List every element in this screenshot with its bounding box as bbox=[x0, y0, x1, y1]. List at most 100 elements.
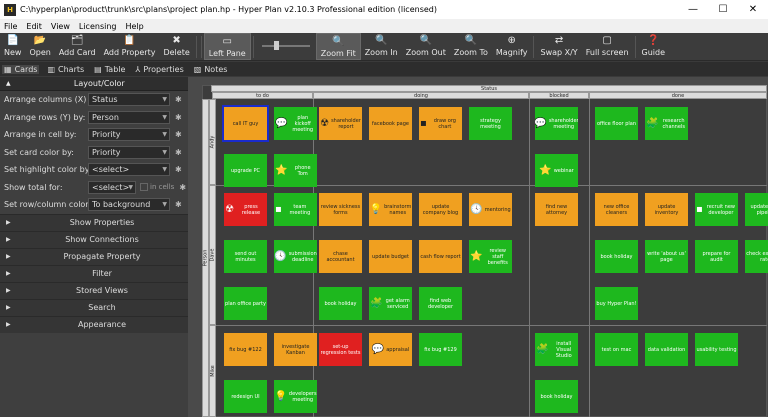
task-card[interactable]: ⭐webinar bbox=[535, 154, 578, 187]
gear-icon[interactable]: ✱ bbox=[175, 130, 182, 140]
task-card[interactable]: fix bug #122 bbox=[224, 333, 267, 366]
close-button[interactable]: ✕ bbox=[748, 4, 758, 15]
zoom-out-button[interactable]: 🔍Zoom Out bbox=[402, 33, 450, 60]
task-card[interactable]: cash flow report bbox=[419, 240, 462, 273]
task-card[interactable]: 🧩research channels bbox=[645, 107, 688, 140]
tab-properties[interactable]: ⅄Properties bbox=[133, 65, 185, 74]
task-card[interactable]: write 'about us' page bbox=[645, 240, 688, 273]
task-card[interactable]: fix bug #129 bbox=[419, 333, 462, 366]
setting-dropdown[interactable]: <select>▼ bbox=[88, 163, 170, 177]
setting-dropdown[interactable]: To background▼ bbox=[88, 198, 170, 212]
task-card[interactable]: 💡developers meeting bbox=[274, 380, 317, 413]
task-card[interactable]: 💬plan kickoff meeting bbox=[274, 107, 317, 140]
zoom-fit-button[interactable]: 🔍Zoom Fit bbox=[315, 33, 361, 60]
minimize-button[interactable]: — bbox=[688, 4, 698, 15]
open-button[interactable]: 📂Open bbox=[25, 33, 54, 60]
task-card[interactable]: upgrade PC bbox=[224, 154, 267, 187]
pane-header[interactable]: ▲ Layout/Color bbox=[0, 77, 188, 91]
full-screen-button[interactable]: ▢Full screen bbox=[582, 33, 633, 60]
task-card[interactable]: prepare for audit bbox=[695, 240, 738, 273]
task-card[interactable]: 🧩get alarm serviced bbox=[369, 287, 412, 320]
zoom-in-button[interactable]: 🔍Zoom In bbox=[361, 33, 402, 60]
task-card[interactable]: 🕓submission deadline bbox=[274, 240, 317, 273]
task-card[interactable]: ▪team meeting bbox=[274, 193, 317, 226]
task-card[interactable]: update sales pipeline bbox=[745, 193, 768, 226]
task-card[interactable]: find new attorney bbox=[535, 193, 578, 226]
setting-dropdown[interactable]: Priority▼ bbox=[88, 145, 170, 159]
gear-icon[interactable]: ✱ bbox=[175, 165, 182, 175]
gear-icon[interactable]: ✱ bbox=[175, 95, 182, 105]
task-card[interactable]: 🧩install Visual Studio bbox=[535, 333, 578, 366]
gear-icon[interactable]: ✱ bbox=[175, 200, 182, 210]
menu-licensing[interactable]: Licensing bbox=[78, 21, 117, 31]
menu-edit[interactable]: Edit bbox=[26, 21, 42, 31]
task-card[interactable]: ☢press release bbox=[224, 193, 267, 226]
tab-cards[interactable]: ▦Cards bbox=[2, 64, 40, 74]
task-card[interactable]: investigate Kanban bbox=[274, 333, 317, 366]
setting-dropdown[interactable]: Status▼ bbox=[88, 93, 170, 107]
task-card[interactable]: review sickness forms bbox=[319, 193, 362, 226]
gear-icon[interactable]: ✱ bbox=[175, 112, 182, 122]
section-stored-views[interactable]: ▶Stored Views bbox=[0, 281, 188, 299]
task-card[interactable]: usability testing bbox=[695, 333, 738, 366]
task-card[interactable]: update company blog bbox=[419, 193, 462, 226]
left-pane-button[interactable]: ▭Left Pane bbox=[203, 33, 251, 60]
menu-help[interactable]: Help bbox=[125, 21, 144, 31]
tab-notes[interactable]: ▧Notes bbox=[192, 65, 230, 74]
section-propagate-property[interactable]: ▶Propagate Property bbox=[0, 247, 188, 265]
task-card[interactable]: plan office party bbox=[224, 287, 267, 320]
task-card[interactable]: 💬appraisal bbox=[369, 333, 412, 366]
task-card[interactable]: 🕓mentoring bbox=[469, 193, 512, 226]
task-card[interactable]: ⭐review staff benefits bbox=[469, 240, 512, 273]
task-card[interactable]: book holiday bbox=[595, 240, 638, 273]
task-card[interactable]: office floor plan bbox=[595, 107, 638, 140]
task-card[interactable]: data validation bbox=[645, 333, 688, 366]
slider-thumb[interactable] bbox=[273, 41, 279, 50]
menu-view[interactable]: View bbox=[50, 21, 70, 31]
task-card[interactable]: strategy meeting bbox=[469, 107, 512, 140]
task-card[interactable]: send out minutes bbox=[224, 240, 267, 273]
task-card[interactable]: check exchange rates bbox=[745, 240, 768, 273]
magnify-button[interactable]: ⊕Magnify bbox=[492, 33, 532, 60]
task-card[interactable]: find web developer bbox=[419, 287, 462, 320]
zoom-to-button[interactable]: 🔍Zoom To bbox=[450, 33, 492, 60]
section-filter[interactable]: ▶Filter bbox=[0, 264, 188, 282]
setting-dropdown[interactable]: Priority▼ bbox=[88, 128, 170, 142]
section-show-properties[interactable]: ▶Show Properties bbox=[0, 213, 188, 231]
task-card[interactable]: new office cleaners bbox=[595, 193, 638, 226]
task-card[interactable]: update budget bbox=[369, 240, 412, 273]
task-card[interactable]: ▪draw org chart bbox=[419, 107, 462, 140]
gear-icon[interactable]: ✱ bbox=[175, 147, 182, 157]
in-cells-checkbox[interactable] bbox=[140, 183, 148, 192]
task-card[interactable]: call IT guy bbox=[222, 105, 269, 142]
new-button[interactable]: 📄New bbox=[0, 33, 25, 60]
task-card[interactable]: test on mac bbox=[595, 333, 638, 366]
task-card[interactable]: 💬shareholder meeting bbox=[535, 107, 578, 140]
task-card[interactable]: redesign UI bbox=[224, 380, 267, 413]
setting-dropdown[interactable]: <select>▼ bbox=[88, 180, 136, 194]
task-card[interactable]: ☢shareholder report bbox=[319, 107, 362, 140]
delete-button[interactable]: ✖Delete bbox=[159, 33, 193, 60]
zoom-slider[interactable] bbox=[256, 33, 316, 60]
section-show-connections[interactable]: ▶Show Connections bbox=[0, 230, 188, 248]
task-card[interactable]: 💡brainstorm names bbox=[369, 193, 412, 226]
task-card[interactable]: buy Hyper Plan! bbox=[595, 287, 638, 320]
swap-x-y-button[interactable]: ⇄Swap X/Y bbox=[536, 33, 581, 60]
task-card[interactable]: chase accountant bbox=[319, 240, 362, 273]
task-card[interactable]: set-up regression tests bbox=[319, 333, 362, 366]
add-property-button[interactable]: 📋Add Property bbox=[100, 33, 160, 60]
setting-dropdown[interactable]: Person▼ bbox=[88, 110, 170, 124]
guide-button[interactable]: ❓Guide bbox=[638, 33, 670, 60]
task-card[interactable]: ⭐phone Tom bbox=[274, 154, 317, 187]
tab-charts[interactable]: ▥Charts bbox=[45, 65, 86, 74]
task-card[interactable]: ▪recruit new developer bbox=[695, 193, 738, 226]
add-card-button[interactable]: 🗂Add Card bbox=[55, 33, 100, 60]
task-card[interactable]: book holiday bbox=[319, 287, 362, 320]
task-card[interactable]: facebook page bbox=[369, 107, 412, 140]
tab-table[interactable]: ▤Table bbox=[92, 65, 127, 74]
section-search[interactable]: ▶Search bbox=[0, 298, 188, 316]
maximize-button[interactable]: ☐ bbox=[718, 4, 728, 15]
section-appearance[interactable]: ▶Appearance bbox=[0, 315, 188, 333]
task-card[interactable]: book holiday bbox=[535, 380, 578, 413]
menu-file[interactable]: File bbox=[4, 21, 18, 31]
